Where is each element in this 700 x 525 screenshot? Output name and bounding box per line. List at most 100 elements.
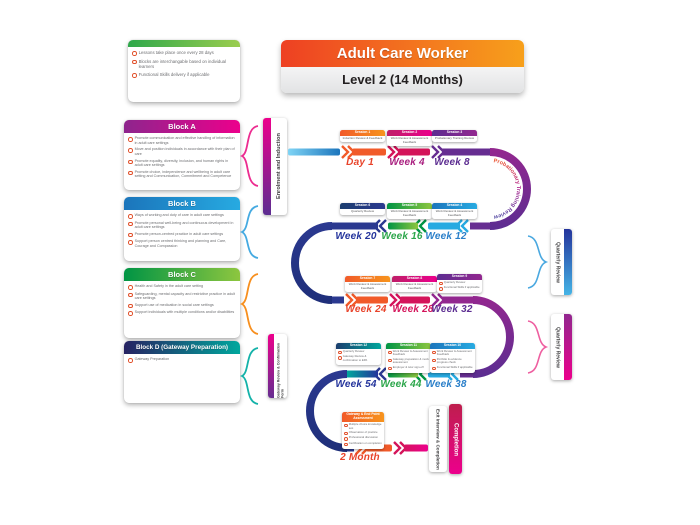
bullet-dot-icon <box>439 287 443 291</box>
bullet-item: Promote equality, diversity, inclusion, … <box>128 159 236 168</box>
milestone-gateway-review: Gateway Review & Confirmation Form <box>268 334 287 398</box>
programme-level-subtitle: Level 2 (14 Months) <box>281 67 524 93</box>
bullet-dot-icon <box>128 285 133 290</box>
milestone-label: Enrolment and Induction <box>276 133 282 200</box>
block-a-title: Block A <box>124 120 240 133</box>
bullet-label: Multiple choice knowledge test <box>348 422 382 430</box>
bullet-dot-icon <box>128 214 133 219</box>
session-1-card: Session 1 Induction Review & Feedback <box>340 130 385 143</box>
bullet-item: Support use of medication in social care… <box>128 303 236 309</box>
bullet-item: Safeguarding, mental capacity and restri… <box>128 292 236 301</box>
session-title: Session 2 <box>387 130 432 136</box>
bullet-dot-icon <box>388 350 392 355</box>
block-d-card: Block D (Gateway Preparation) Gateway Pr… <box>124 341 240 403</box>
page-title: Adult Care Worker <box>281 40 524 67</box>
milestone-completion-bar: Completion <box>449 404 462 474</box>
bullet-item: Gateway Review & confirmation to EPA <box>338 355 379 362</box>
bullet-item: Lessons take place once every 28 days <box>132 50 236 56</box>
bullet-item: Quarterly Review <box>439 280 480 286</box>
session-4-card: Session 4 Work Review & Assessment Feedb… <box>432 203 477 219</box>
bullet-dot-icon <box>128 292 133 298</box>
bullet-item: Ways of working and duty of care in adul… <box>128 213 236 219</box>
session-title: Session 5 <box>387 203 432 209</box>
bullet-label: Promote person-centred practice in adult… <box>134 231 224 236</box>
timeline-label-week-54: Week 54 <box>335 379 377 390</box>
session-11-card: Session 11 Work Review & Assessment Feed… <box>386 343 431 373</box>
session-body: Work Review & Assessment Feedback <box>348 282 387 290</box>
session-title: Session 7 <box>345 276 390 282</box>
bullet-dot-icon <box>132 59 137 65</box>
bullet-item: Support person centred thinking and plan… <box>128 239 236 248</box>
timeline-label-day-1: Day 1 <box>346 157 374 168</box>
session-10-card: Session 10 Work Review & Assessment Feed… <box>430 343 475 373</box>
session-title: Gateway & End Point Assessment <box>342 412 384 422</box>
bullet-dot-icon <box>344 431 348 436</box>
bullet-dot-icon <box>128 311 133 317</box>
milestone-enrolment-induction: Enrolment and Induction <box>263 118 287 215</box>
bullet-label: Support individuals with multiple condit… <box>134 310 235 315</box>
block-b-title: Block B <box>124 197 240 210</box>
bullet-item: Gateway preparation & mock assessment <box>388 357 429 365</box>
block-c-topics: Health and Safety in the adult care sett… <box>124 281 240 321</box>
bullet-item: Quarterly Review <box>338 349 379 355</box>
block-b-brace <box>239 205 259 259</box>
bullet-label: Functional Skills if applicable <box>443 285 480 290</box>
session-body: Work Review & Assessment Feedback <box>435 209 474 217</box>
bullet-dot-icon <box>344 442 348 447</box>
timeline-uturn-left-1 <box>291 222 333 304</box>
session-5-card: Session 5 Work Review & Assessment Feedb… <box>387 203 432 219</box>
bullet-label: Gateway Review & confirmation to EPA <box>342 354 368 362</box>
bullet-dot-icon <box>344 437 348 441</box>
bullet-item: Observation of practice <box>344 430 382 436</box>
timeline-label-week-12: Week 12 <box>425 231 467 242</box>
bullet-item: Multiple choice knowledge test <box>344 422 382 430</box>
session-body: Quarterly Review <box>350 209 374 213</box>
bullet-dot-icon <box>439 281 443 286</box>
timeline-label-week-8: Week 8 <box>434 157 470 168</box>
timeline-label-week-16: Week 16 <box>381 231 423 242</box>
milestone-accent-bar <box>564 229 572 295</box>
timeline-label-week-38: Week 38 <box>425 379 467 390</box>
session-title: Session 6 <box>340 203 385 209</box>
session-8-card: Session 8 Work Review & Assessment Feedb… <box>392 276 437 292</box>
bullet-label: Blocks are interchangable based on indiv… <box>138 58 227 69</box>
session-title: Session 3 <box>432 130 477 136</box>
bullet-label: Support person centred thinking and plan… <box>134 239 227 249</box>
bullet-item: Portfolio & evidence progress check <box>432 357 473 365</box>
bullet-item: Promote personal well-being and continuo… <box>128 221 236 230</box>
milestone-label: Quarterly Review <box>554 241 561 283</box>
milestone-quarterly-review-2: Quarterly Review <box>551 314 572 380</box>
session-3-card: Session 3 Probationary Training Review <box>432 130 477 143</box>
session-title: Session 1 <box>340 130 385 136</box>
block-d-brace <box>239 347 259 405</box>
block-a-brace <box>239 125 259 187</box>
session-6-card: Session 6 Quarterly Review <box>340 203 385 216</box>
bullet-dot-icon <box>128 303 133 309</box>
session-body: Work Review & Assessment Feedback <box>395 282 434 290</box>
bullet-item: Promote person-centred practice in adult… <box>128 232 236 238</box>
bullet-dot-icon <box>128 170 133 176</box>
milestone-quarterly-review-1: Quarterly Review <box>551 229 572 295</box>
bullet-item: Work Review & Assessment Feedback <box>388 349 429 357</box>
bullet-item: Promote choice, independence and wellbei… <box>128 170 236 179</box>
timeline-label-week-28: Week 28 <box>392 304 434 315</box>
milestone-label: Quarterly Review <box>554 326 561 368</box>
bullet-dot-icon <box>128 148 133 153</box>
bullet-dot-icon <box>432 350 436 355</box>
bullet-label: Quarterly Review <box>342 349 365 353</box>
bullet-label: Observation of practice <box>348 430 378 435</box>
bullet-dot-icon <box>128 240 133 246</box>
bullet-label: Health and Safety in the adult care sett… <box>134 284 204 288</box>
bullet-label: Promote choice, independence and wellbei… <box>134 169 232 179</box>
bullet-item: Functional Skills delivery if applicable <box>132 72 236 78</box>
bullet-label: Ways of working and duty of care in adul… <box>134 213 224 217</box>
